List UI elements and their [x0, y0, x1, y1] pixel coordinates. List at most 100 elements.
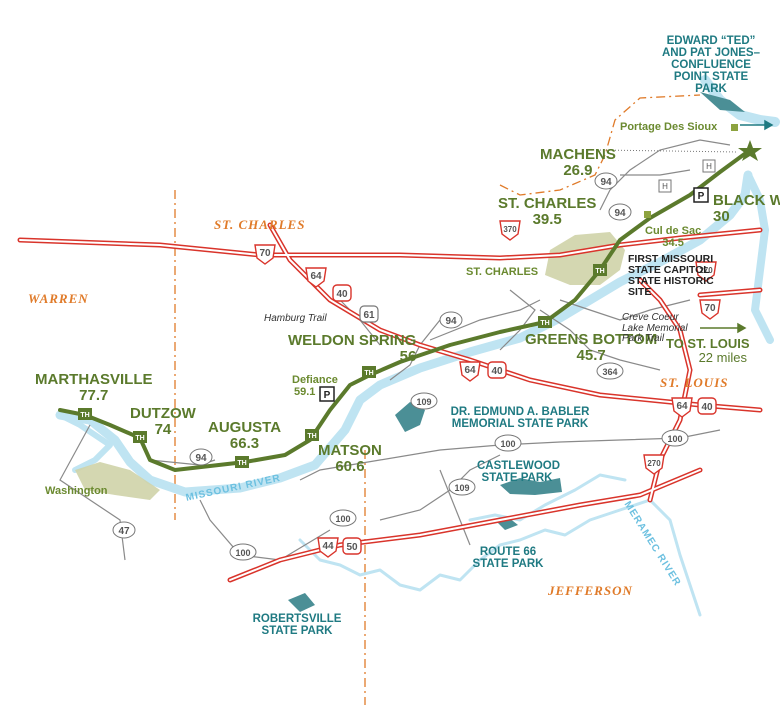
interstate-shields: 70 64 370 270 70 64 64 270 44: [254, 220, 721, 558]
shield-us40-south: 40: [487, 361, 507, 379]
shield-mo100-mid: 100: [494, 434, 522, 452]
babler-park-shape: [395, 402, 425, 432]
place-st-charles-city: ST. CHARLES: [466, 266, 539, 278]
shield-i64-south: 64: [459, 361, 481, 382]
svg-text:64: 64: [676, 401, 688, 412]
th-marker-greens: TH: [538, 316, 552, 328]
svg-text:270: 270: [699, 266, 713, 275]
county-label-warren: WARREN: [28, 291, 89, 306]
svg-text:100: 100: [235, 548, 250, 558]
th-marker-augusta: TH: [235, 456, 249, 468]
svg-text:H: H: [662, 182, 668, 191]
shield-i64-east: 64: [671, 397, 693, 418]
park-confluence-point: EDWARD “TED” AND PAT JONES– CONFLUENCE P…: [662, 35, 760, 96]
svg-text:100: 100: [335, 514, 350, 524]
place-portage-des-sioux: Portage Des Sioux: [620, 121, 718, 133]
place-washington: Washington: [45, 485, 108, 497]
robertsville-park-shape: [288, 593, 315, 612]
svg-text:94: 94: [600, 177, 612, 188]
cul-de-sac-marker: [644, 211, 651, 218]
shield-mo109-north: 109: [410, 392, 438, 410]
shield-i270-south: 270: [643, 454, 665, 475]
shield-us50: 50: [342, 537, 362, 555]
trailhead-markers: TH TH TH TH TH TH TH: [78, 264, 607, 468]
us-route-shields: 40 61 40 40 50: [332, 284, 717, 555]
mississippi-river-south: [744, 171, 774, 344]
parking-markers: P P: [319, 187, 709, 402]
shield-i370: 370: [499, 220, 521, 241]
svg-text:70: 70: [704, 303, 716, 314]
parking-black-walnut: P: [693, 187, 709, 203]
hotel-1: H: [702, 159, 716, 173]
svg-text:TH: TH: [80, 412, 89, 419]
svg-text:44: 44: [322, 541, 334, 552]
hotel-markers: H H: [658, 159, 716, 193]
svg-text:94: 94: [614, 208, 626, 219]
shield-mo364: 364: [596, 362, 624, 380]
note-first-missouri-capitol: FIRST MISSOURI STATE CAPITOL STATE HISTO…: [628, 253, 714, 299]
svg-text:TH: TH: [135, 435, 144, 442]
shield-us40-north: 40: [332, 284, 352, 302]
meramec-river: [298, 498, 702, 617]
shield-mo100-west: 100: [329, 509, 357, 527]
shield-us61: 61: [359, 305, 379, 323]
svg-text:64: 64: [310, 271, 322, 282]
confluence-star-icon: [738, 140, 762, 161]
svg-text:40: 40: [336, 289, 348, 300]
shield-i70: 70: [254, 244, 276, 265]
st-charles-urban: [545, 232, 625, 285]
shield-mo47: 47: [112, 521, 136, 539]
svg-text:TH: TH: [595, 268, 604, 275]
missouri-river-west: [57, 412, 113, 473]
svg-text:270: 270: [647, 459, 661, 468]
svg-text:109: 109: [454, 483, 469, 493]
svg-text:370: 370: [503, 225, 517, 234]
park-castlewood: CASTLEWOOD STATE PARK: [477, 460, 561, 485]
park-robertsville: ROBERTSVILLE STATE PARK: [252, 613, 342, 638]
shield-mo94-north: 94: [594, 172, 618, 190]
county-boundaries: [174, 94, 701, 705]
shield-mo94-augusta: 94: [189, 448, 213, 466]
hotel-2: H: [658, 179, 672, 193]
svg-text:TH: TH: [237, 460, 246, 467]
shield-i64-north: 64: [305, 267, 327, 288]
missouri-river: [55, 170, 753, 497]
svg-text:40: 40: [701, 402, 713, 413]
parking-defiance: P: [319, 386, 335, 402]
park-route-66: ROUTE 66 STATE PARK: [472, 546, 544, 571]
svg-text:TH: TH: [540, 320, 549, 327]
shield-mo100-sw: 100: [229, 543, 257, 561]
machens-leader: [599, 149, 739, 153]
svg-text:50: 50: [346, 542, 358, 553]
th-marker-matson: TH: [305, 429, 319, 441]
arrow-to-st-louis: [700, 322, 747, 334]
shield-us40-east: 40: [697, 397, 717, 415]
th-marker-stcharles: TH: [593, 264, 607, 276]
town-black-walnut: BLACK WALNUT30: [713, 192, 780, 225]
shield-mo100-east: 100: [661, 429, 689, 447]
shield-mo94-stcharles: 94: [608, 203, 632, 221]
park-babler: DR. EDMUND A. BABLER MEMORIAL STATE PARK: [450, 406, 590, 431]
th-marker-dutzow: TH: [133, 431, 147, 443]
castlewood-park-shape: [500, 478, 562, 495]
th-marker-weldon: TH: [362, 366, 376, 378]
note-creve-coeur: Creve Coeur Lake Memorial Park Trail: [622, 312, 688, 344]
svg-text:40: 40: [491, 366, 503, 377]
arrows: [740, 119, 774, 131]
shield-i44: 44: [317, 537, 339, 558]
svg-text:94: 94: [445, 316, 457, 327]
washington-urban: [75, 462, 160, 500]
svg-text:H: H: [706, 162, 712, 171]
svg-text:100: 100: [500, 439, 515, 449]
svg-text:70: 70: [259, 248, 271, 259]
